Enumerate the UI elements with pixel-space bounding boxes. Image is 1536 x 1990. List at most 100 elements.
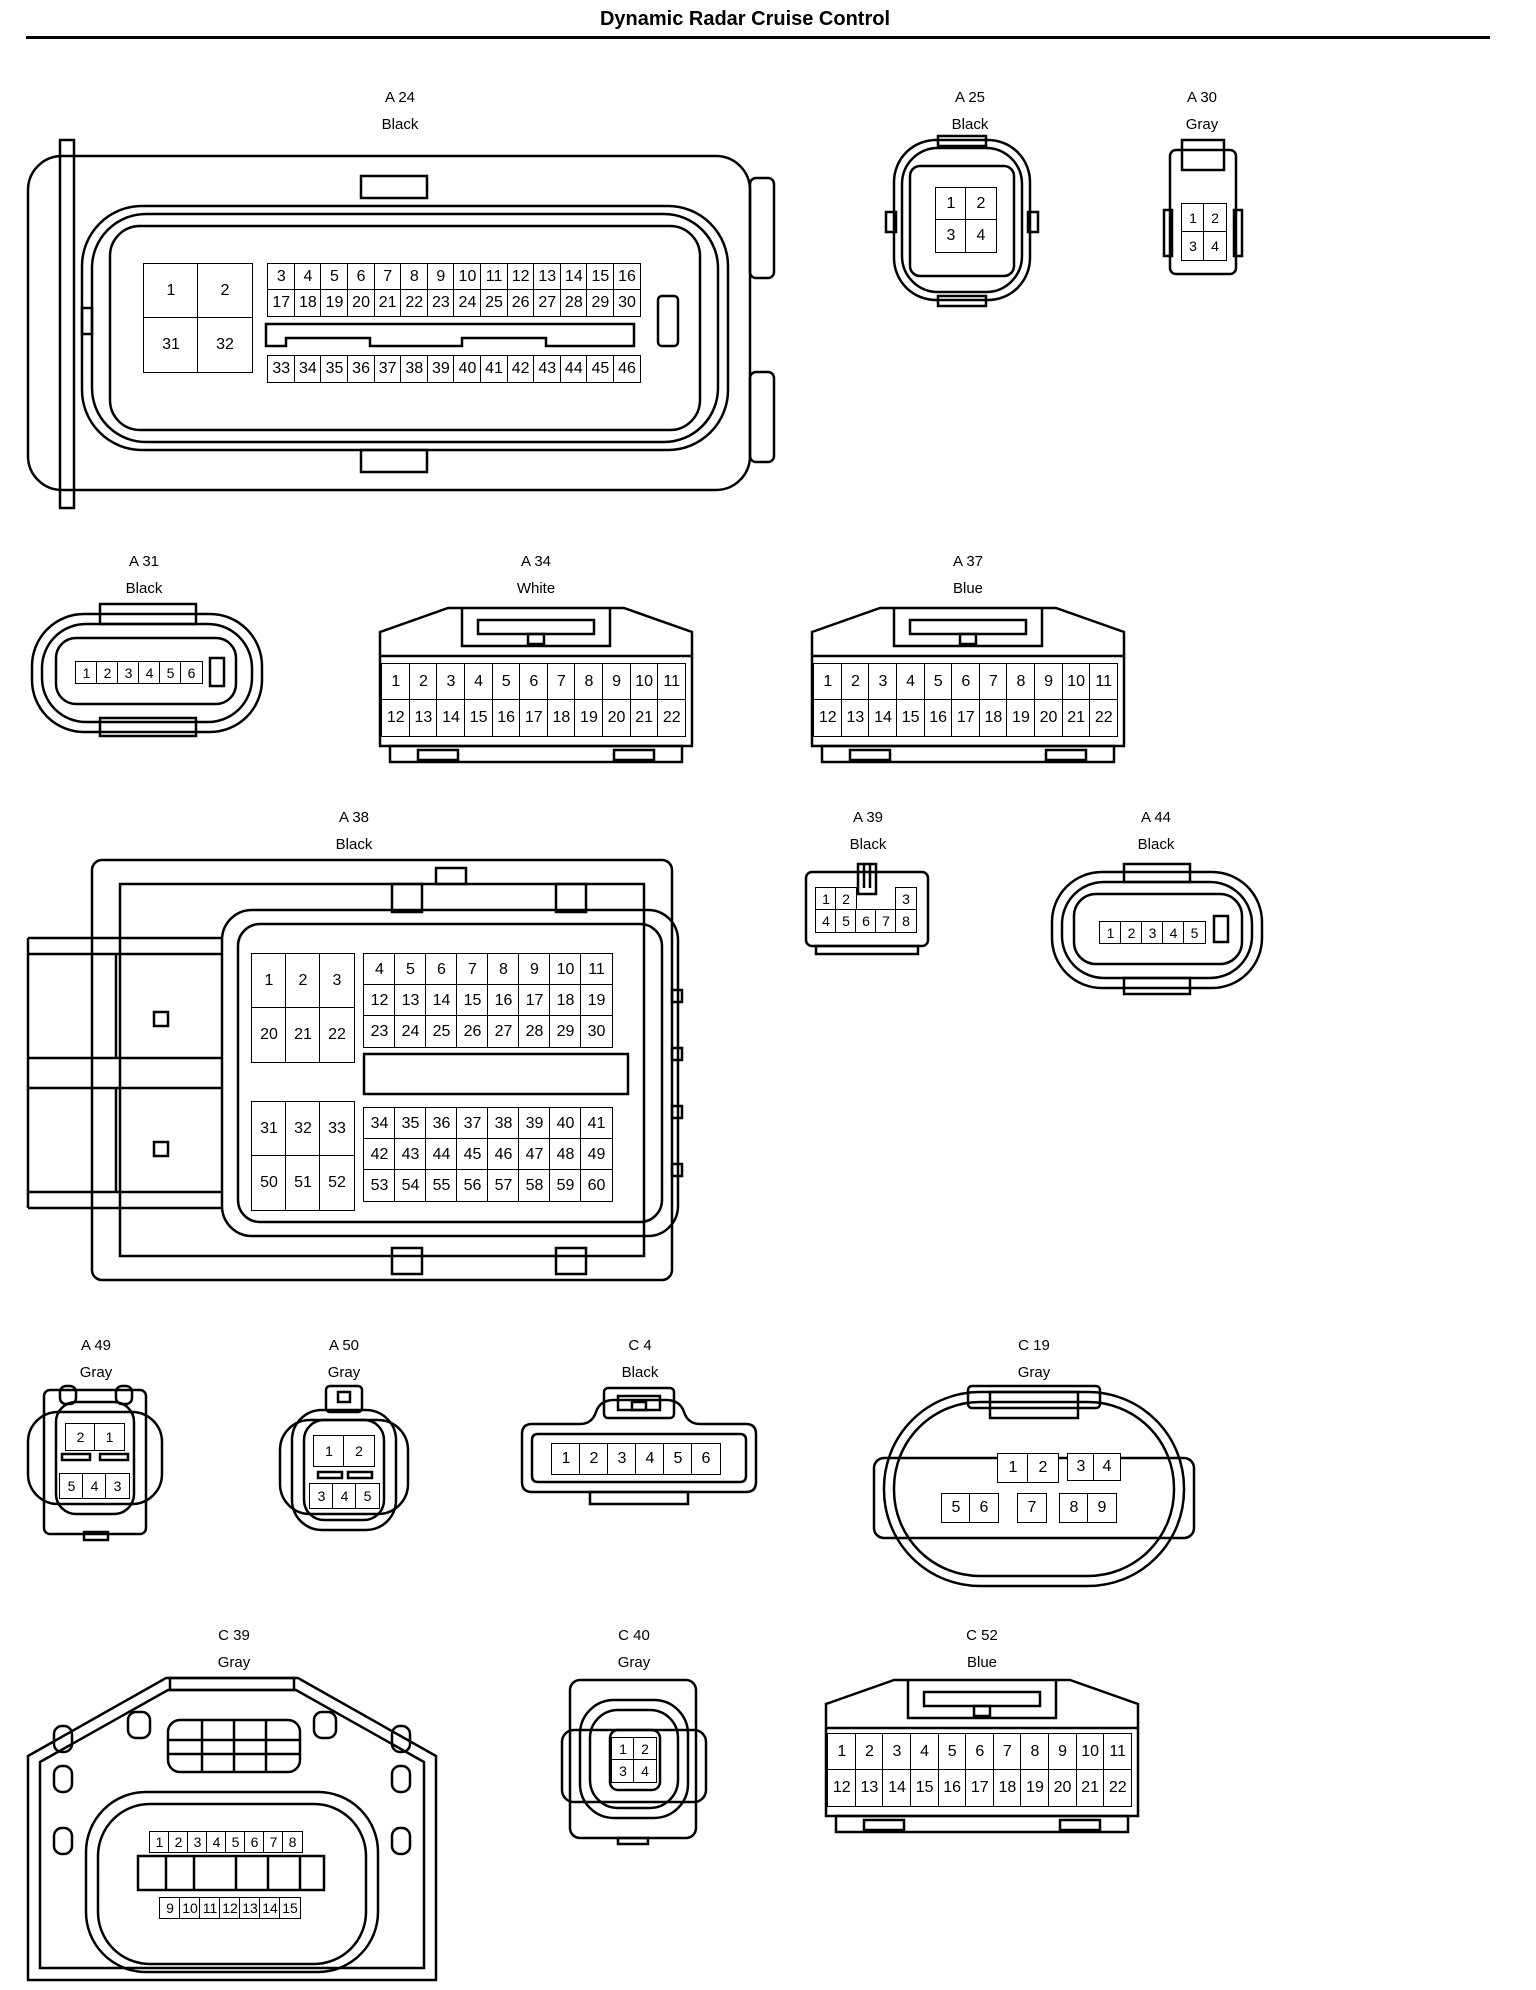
pin: 44 <box>425 1138 458 1171</box>
a37-pins: 1 2 3 4 5 6 7 8 9 10 11 12 13 14 15 16 1… <box>813 663 1119 737</box>
pin: 3 <box>935 219 967 253</box>
pin: 33 <box>267 355 296 383</box>
pin: 9 <box>518 953 551 986</box>
pin: 4 <box>910 1733 940 1771</box>
pin: 10 <box>549 953 582 986</box>
pin: 1 <box>997 1453 1029 1483</box>
pin: 9 <box>1048 1733 1078 1771</box>
pin: 54 <box>394 1169 427 1202</box>
pin: 21 <box>373 289 402 317</box>
pin: 36 <box>347 355 376 383</box>
c19-pin-7: 7 <box>1017 1493 1047 1523</box>
pin: 20 <box>602 699 632 737</box>
pin: 9 <box>159 1897 181 1919</box>
pin: 22 <box>1089 699 1119 737</box>
a44-pins: 1 2 3 4 5 <box>1099 921 1206 944</box>
pin: 27 <box>533 289 562 317</box>
pin: 4 <box>82 1473 107 1499</box>
connector-a37[interactable]: 1 2 3 4 5 6 7 8 9 10 11 12 13 14 15 16 1… <box>810 606 1126 766</box>
pin: 3 <box>882 1733 912 1771</box>
connector-c40[interactable]: 1 2 3 4 <box>560 1678 710 1846</box>
connector-a25[interactable]: 1 2 3 4 <box>884 134 1046 308</box>
pin: 30 <box>580 1015 613 1048</box>
connector-code: A 44 <box>1140 809 1172 826</box>
pin: 14 <box>436 699 466 737</box>
pin: 19 <box>1006 699 1036 737</box>
pin: 22 <box>400 289 429 317</box>
pin: 8 <box>1006 663 1036 701</box>
connector-a31[interactable]: 1 2 3 4 5 6 <box>30 602 266 738</box>
connector-c39-housing <box>26 1676 438 1982</box>
pin: 1 <box>815 887 837 911</box>
pin: 11 <box>199 1897 221 1919</box>
pin: 3 <box>117 661 140 684</box>
connector-color: Black <box>381 116 419 133</box>
connector-a49[interactable]: 2 1 5 4 3 <box>26 1384 166 1542</box>
pin: 7 <box>546 663 576 701</box>
connector-a30[interactable]: 1 2 3 4 <box>1162 138 1244 280</box>
pin: 14 <box>882 1769 912 1807</box>
pin: 13 <box>408 699 438 737</box>
pin: 1 <box>251 953 287 1009</box>
connector-a38[interactable]: 1 2 3 20 21 22 4 5 6 7 8 9 10 11 12 13 1… <box>26 858 686 1284</box>
pin: 4 <box>896 663 926 701</box>
connector-a44[interactable]: 1 2 3 4 5 <box>1050 862 1264 996</box>
connector-color: Gray <box>327 1364 361 1381</box>
pin: 8 <box>1020 1733 1050 1771</box>
pin: 5 <box>1183 921 1206 944</box>
connector-a39[interactable]: 1 2 3 4 5 6 7 8 <box>804 862 932 956</box>
pin: 36 <box>425 1107 458 1140</box>
pin: 17 <box>951 699 981 737</box>
pin: 11 <box>657 663 687 701</box>
pin: 4 <box>293 263 322 291</box>
c40-pins: 1 2 3 4 <box>611 1737 657 1783</box>
connector-code: C 40 <box>618 1627 650 1644</box>
pin: 7 <box>373 263 402 291</box>
connector-color: Gray <box>617 1654 651 1671</box>
connector-c19[interactable]: 1 2 3 4 5 6 7 8 9 <box>872 1384 1196 1590</box>
connector-a50-label: A 50 Gray <box>274 1332 414 1386</box>
pin: 56 <box>456 1169 489 1202</box>
connector-a37-label: A 37 Blue <box>898 548 1038 602</box>
pin: 22 <box>657 699 687 737</box>
page-title: Dynamic Radar Cruise Control <box>599 8 891 30</box>
pin: 4 <box>332 1483 357 1509</box>
pin: 12 <box>813 699 843 737</box>
pin: 1 <box>611 1737 635 1761</box>
pin: 58 <box>518 1169 551 1202</box>
pin: 6 <box>969 1493 999 1523</box>
pin: 9 <box>1087 1493 1117 1523</box>
pin: 31 <box>143 317 199 373</box>
pin: 11 <box>1089 663 1119 701</box>
connector-c52[interactable]: 1 2 3 4 5 6 7 8 9 10 11 12 13 14 15 16 1… <box>824 1678 1140 1838</box>
connector-color: Black <box>125 580 163 597</box>
pin: 1 <box>75 661 98 684</box>
connector-code: A 37 <box>952 553 984 570</box>
connector-a38-label: A 38 Black <box>284 804 424 858</box>
a24-pin-block-large: 1 2 31 32 <box>143 263 253 373</box>
connector-a34[interactable]: 1 2 3 4 5 6 7 8 9 10 11 12 13 14 15 16 1… <box>378 606 694 766</box>
pin: 8 <box>282 1831 303 1853</box>
a39-pins: 1 2 3 4 5 6 7 8 <box>815 887 917 933</box>
pin: 25 <box>480 289 509 317</box>
connector-c4[interactable]: 1 2 3 4 5 6 <box>520 1386 760 1508</box>
pin: 5 <box>937 1733 967 1771</box>
pin: 24 <box>394 1015 427 1048</box>
pin: 11 <box>580 953 613 986</box>
title-rule <box>26 36 1490 39</box>
pin: 2 <box>835 887 857 911</box>
pin: 46 <box>487 1138 520 1171</box>
connector-c39[interactable]: 1 2 3 4 5 6 7 8 9 10 11 12 13 14 15 <box>26 1676 446 1984</box>
pin: 13 <box>394 984 427 1017</box>
connector-color: Gray <box>1185 116 1219 133</box>
pin: 5 <box>394 953 427 986</box>
a50-pins-bottom: 3 4 5 <box>309 1483 380 1509</box>
pin: 15 <box>586 263 615 291</box>
pin: 1 <box>94 1423 125 1451</box>
a38-pin-block-top-right: 4 5 6 7 8 9 10 11 12 13 14 15 16 17 18 1… <box>363 953 613 1048</box>
pin: 5 <box>59 1473 84 1499</box>
pin: 3 <box>187 1831 208 1853</box>
connector-a50[interactable]: 1 2 3 4 5 <box>278 1384 412 1534</box>
connector-a24[interactable]: 1 2 31 32 3 4 5 6 7 8 9 10 11 12 13 14 1… <box>26 138 776 510</box>
pin: 1 <box>313 1435 345 1467</box>
